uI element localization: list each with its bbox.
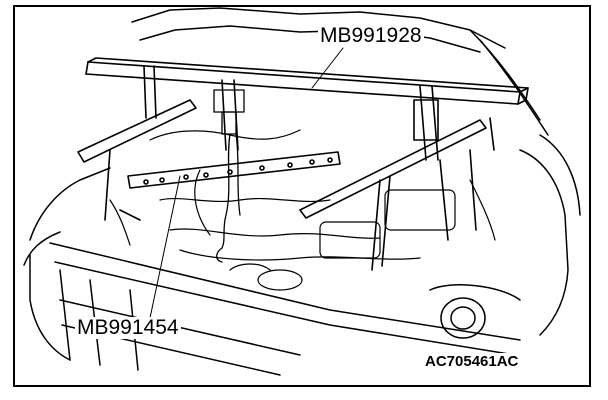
mb991928-beam bbox=[85, 57, 529, 105]
leader-lines bbox=[149, 47, 344, 319]
car-body bbox=[23, 134, 581, 361]
support-posts bbox=[143, 65, 439, 161]
top-tool-label: MB991928 bbox=[318, 24, 424, 47]
cross-arms bbox=[77, 99, 495, 271]
figure-id: AC705461AC bbox=[423, 353, 521, 371]
fog-lamp bbox=[429, 284, 521, 339]
bottom-tool-label: MB991454 bbox=[75, 316, 181, 339]
lifting-chain bbox=[213, 89, 245, 263]
open-hood bbox=[131, 7, 549, 136]
mb991454-bar bbox=[127, 151, 341, 189]
